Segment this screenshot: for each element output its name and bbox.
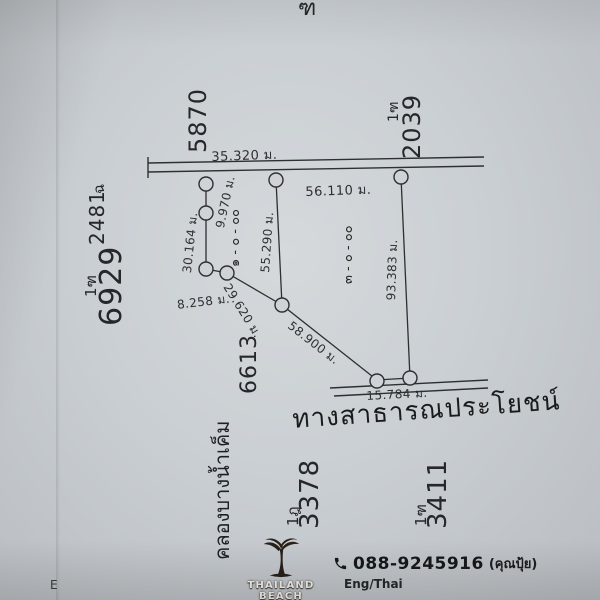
survey-markers — [198, 169, 418, 389]
palm-tree-icon — [263, 538, 300, 578]
watermark-contact-name: (คุณปุ้ย) — [488, 557, 538, 572]
parcel-number-6929: 6929 — [94, 245, 129, 326]
parcel-number-2039: 2039 — [398, 93, 426, 159]
watermark-phone-number: 088-9245916 — [353, 553, 484, 574]
watermark-language: Eng/Thai — [344, 577, 403, 591]
parcel-number-6613: 6613 — [237, 334, 262, 394]
measurement-top-road: 35.320 ม. — [211, 147, 278, 165]
watermark-logo: THAILAND BEACH LAND & HOUSE — [226, 538, 336, 600]
area-right-parcel: ๓ - ๐ - ๐๐ — [341, 225, 356, 284]
road-lines — [147, 156, 489, 397]
left-edge-letter: E — [50, 578, 58, 592]
phone-icon — [334, 557, 347, 570]
parcel-number-3378: 3378 — [295, 458, 325, 529]
watermark-phone: 088-9245916 (คุณปุ้ย) — [333, 553, 537, 574]
measurement-93-383: 93.383 ม. — [383, 238, 401, 301]
parcel-number-2481: 2481 — [85, 190, 109, 245]
top-edge-text: ฑ — [298, 0, 317, 21]
measurement-top-segment: 56.110 ม. — [305, 182, 372, 200]
watermark-brand: THAILAND BEACH — [247, 580, 315, 600]
parcel-number-3411: 3411 — [423, 458, 453, 529]
parcel-number-5870: 5870 — [184, 87, 212, 153]
